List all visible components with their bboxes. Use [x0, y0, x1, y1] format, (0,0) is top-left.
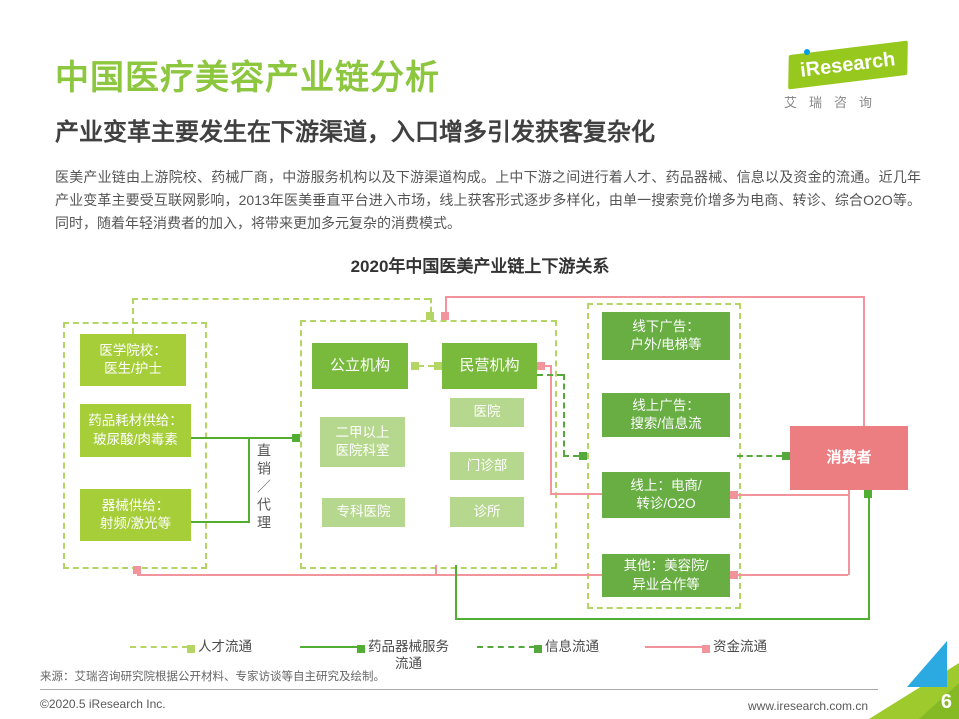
- node-device-supply: 器械供给： 射频/激光等: [80, 489, 191, 541]
- node-offline-ads: 线下广告： 户外/电梯等: [602, 312, 730, 360]
- legend-item-money: 资金流通: [645, 638, 767, 655]
- legend-item-service: 药品器械服务 流通: [300, 638, 449, 672]
- legend-arrowhead-icon: [702, 645, 710, 653]
- copyright-text: ©2020.5 iResearch Inc.: [40, 697, 166, 711]
- legend-money-arrow-icon: [645, 645, 710, 653]
- node-pharma-supply: 药品耗材供给： 玻尿酸/肉毒素: [80, 404, 191, 457]
- money-flow-line: [863, 296, 865, 426]
- node-online-ads: 线上广告： 搜索/信息流: [602, 393, 730, 437]
- service-flow-arrow-icon: [292, 434, 300, 442]
- node-online-ecommerce: 线上：电商/ 转诊/O2O: [602, 472, 730, 518]
- logo-brand-text: iResearch: [799, 47, 897, 82]
- info-flow-arrow-icon: [579, 452, 587, 460]
- label-direct-sale-agency: 直销／代理: [256, 443, 272, 533]
- money-flow-line: [848, 490, 850, 575]
- logo-chinese-name: 艾瑞咨询: [784, 95, 885, 110]
- legend-arrowhead-icon: [357, 645, 365, 653]
- money-flow-arrow-icon: [730, 491, 738, 499]
- node-consumer: 消费者: [790, 426, 908, 490]
- node-outpatient-dept: 门诊部: [450, 452, 524, 480]
- service-flow-line: [191, 437, 248, 439]
- legend-label: 资金流通: [713, 639, 767, 654]
- info-flow-line: [563, 374, 565, 456]
- logo-i-dot-icon: [804, 49, 810, 55]
- industry-chain-diagram: 医学院校： 医生/护士 药品耗材供给： 玻尿酸/肉毒素 器械供给： 射频/激光等…: [40, 285, 920, 635]
- money-flow-line: [738, 574, 848, 576]
- public-private-line: [418, 365, 434, 367]
- legend-service-arrow-icon: [300, 645, 365, 653]
- node-clinic: 诊所: [450, 497, 524, 527]
- corner-triangle-icon: [919, 683, 959, 719]
- legend-talent-arrow-icon: [130, 645, 195, 653]
- legend-arrowhead-icon: [534, 645, 542, 653]
- info-flow-line: [563, 455, 579, 457]
- node-private-institution: 民营机构: [442, 343, 537, 389]
- talent-flow-line: [132, 298, 134, 334]
- service-flow-line: [191, 521, 248, 523]
- iresearch-logo: iResearch 艾瑞咨询: [782, 40, 918, 112]
- money-flow-line: [738, 494, 848, 496]
- legend-label: 信息流通: [545, 639, 599, 654]
- node-other-channels: 其他：美容院/ 异业合作等: [602, 554, 730, 597]
- source-note: 来源：艾瑞咨询研究院根据公开材料、专家访谈等自主研究及绘制。: [40, 671, 385, 683]
- info-flow-line: [737, 455, 782, 457]
- legend-info-arrow-icon: [477, 645, 542, 653]
- service-flow-line: [455, 618, 870, 620]
- talent-flow-line: [430, 298, 432, 312]
- diagram-title: 2020年中国医美产业链上下游关系: [350, 257, 610, 276]
- info-flow-arrow-icon: [782, 452, 790, 460]
- legend-arrowhead-icon: [187, 645, 195, 653]
- talent-flow-line: [132, 298, 430, 300]
- money-flow-line: [435, 565, 437, 574]
- legend-item-info: 信息流通: [477, 638, 599, 655]
- money-flow-line: [550, 493, 602, 495]
- legend-label: 人才流通: [198, 639, 252, 654]
- page-number: 6: [940, 691, 952, 713]
- money-flow-arrow-icon: [133, 566, 141, 574]
- public-private-arrow-icon: [434, 362, 442, 370]
- money-flow-arrow-icon: [537, 362, 545, 370]
- node-grade2-hospital-dept: 二甲以上 医院科室: [320, 417, 405, 467]
- legend-item-talent: 人才流通: [130, 638, 252, 655]
- info-flow-line: [537, 374, 563, 376]
- page-subtitle: 产业变革主要发生在下游渠道，入口增多引发获客复杂化: [55, 119, 655, 146]
- website-url: www.iresearch.com.cn: [748, 699, 869, 713]
- corner-triangle-icon: [907, 641, 947, 687]
- service-flow-line: [248, 437, 250, 523]
- money-flow-line: [137, 574, 602, 576]
- intro-paragraph: 医美产业链由上游院校、药械厂商，中游服务机构以及下游渠道构成。上中下游之间进行着…: [55, 169, 921, 231]
- footer-divider: [40, 689, 878, 690]
- talent-flow-arrow-icon: [426, 312, 434, 320]
- node-medical-school: 医学院校： 医生/护士: [80, 334, 186, 386]
- money-flow-line: [550, 365, 552, 494]
- logo-banner: iResearch: [788, 40, 908, 90]
- service-flow-line: [868, 498, 870, 620]
- service-flow-arrow-icon: [864, 490, 872, 498]
- legend-label: 药品器械服务 流通: [368, 639, 449, 671]
- money-flow-line: [445, 296, 863, 298]
- page-title: 中国医疗美容产业链分析: [55, 59, 440, 97]
- node-public-institution: 公立机构: [312, 343, 408, 389]
- money-flow-line: [544, 365, 551, 367]
- service-flow-line: [455, 565, 457, 620]
- service-flow-line: [248, 437, 294, 439]
- money-flow-line: [445, 296, 447, 312]
- node-hospital: 医院: [450, 398, 524, 427]
- midstream-group-frame: [300, 320, 557, 569]
- money-flow-arrow-icon: [730, 571, 738, 579]
- public-private-arrow-icon: [411, 362, 419, 370]
- money-flow-arrow-icon: [441, 312, 449, 320]
- node-specialty-hospital: 专科医院: [322, 498, 405, 527]
